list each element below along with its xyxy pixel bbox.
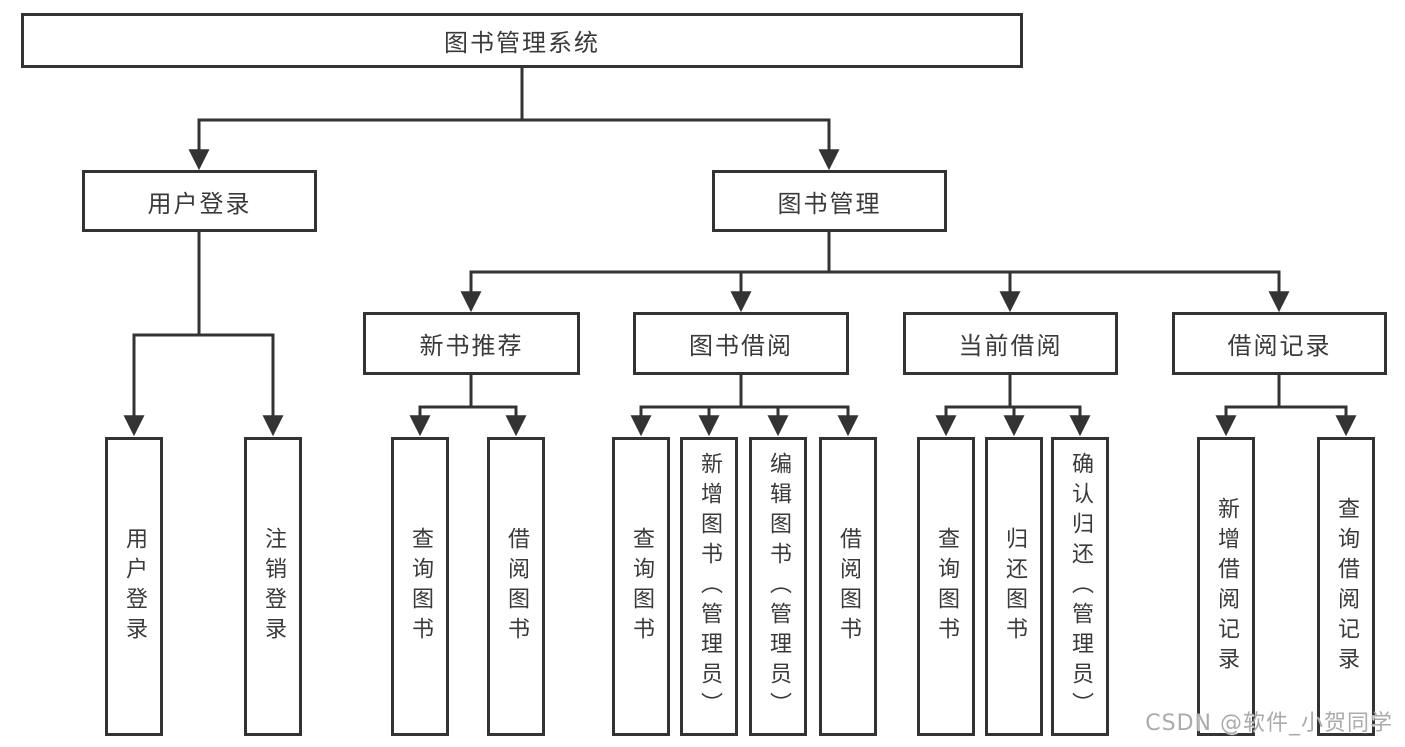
leaf-query-books-borrowing: 查询图书 xyxy=(612,437,670,736)
leaf-borrow-books-recommend-label: 借阅图书 xyxy=(504,526,529,647)
leaf-query-books-recommend: 查询图书 xyxy=(391,437,449,736)
leaf-add-book-admin: 新增图书（管理员） xyxy=(680,437,738,736)
node-new-book-recommend: 新书推荐 xyxy=(363,312,580,375)
watermark: CSDN @软件_小贺同学 xyxy=(1145,711,1393,736)
leaf-borrow-books-borrowing-label: 借阅图书 xyxy=(836,526,861,647)
node-root-label: 图书管理系统 xyxy=(444,29,600,57)
leaf-borrow-books-borrowing: 借阅图书 xyxy=(819,437,877,736)
node-book-management-label: 图书管理 xyxy=(777,189,882,218)
node-book-management: 图书管理 xyxy=(712,170,947,232)
leaf-edit-book-admin-label: 编辑图书（管理员） xyxy=(766,451,791,722)
leaf-query-books-current: 查询图书 xyxy=(917,437,975,736)
leaf-edit-book-admin: 编辑图书（管理员） xyxy=(749,437,807,736)
leaf-add-borrow-record: 新增借阅记录 xyxy=(1197,437,1255,736)
node-current-borrowing-label: 当前借阅 xyxy=(958,332,1063,360)
leaf-return-book: 归还图书 xyxy=(985,437,1043,736)
node-book-borrowing-label: 图书借阅 xyxy=(689,332,793,360)
leaf-query-books-recommend-label: 查询图书 xyxy=(408,526,433,647)
node-user-login: 用户登录 xyxy=(82,170,317,232)
leaf-confirm-return-admin-label: 确认归还（管理员） xyxy=(1068,451,1093,722)
node-root: 图书管理系统 xyxy=(21,13,1023,68)
leaf-add-book-admin-label: 新增图书（管理员） xyxy=(697,451,722,722)
node-borrowing-records-label: 借阅记录 xyxy=(1227,332,1332,360)
node-book-borrowing: 图书借阅 xyxy=(633,312,849,375)
node-current-borrowing: 当前借阅 xyxy=(903,312,1118,375)
leaf-user-login: 用户登录 xyxy=(105,437,163,736)
leaf-user-login-label: 用户登录 xyxy=(122,526,147,647)
leaf-borrow-books-recommend: 借阅图书 xyxy=(487,437,545,736)
node-user-login-label: 用户登录 xyxy=(147,189,252,218)
node-borrowing-records: 借阅记录 xyxy=(1172,312,1387,375)
leaf-add-borrow-record-label: 新增借阅记录 xyxy=(1214,496,1239,677)
node-new-book-recommend-label: 新书推荐 xyxy=(419,332,524,360)
leaf-query-borrow-record: 查询借阅记录 xyxy=(1317,437,1375,736)
leaf-query-books-current-label: 查询图书 xyxy=(934,526,959,647)
leaf-confirm-return-admin: 确认归还（管理员） xyxy=(1051,437,1109,736)
leaf-logout-label: 注销登录 xyxy=(261,526,286,647)
leaf-logout: 注销登录 xyxy=(244,437,302,736)
leaf-query-books-borrowing-label: 查询图书 xyxy=(629,526,654,647)
leaf-query-borrow-record-label: 查询借阅记录 xyxy=(1334,496,1359,677)
leaf-return-book-label: 归还图书 xyxy=(1002,526,1027,647)
